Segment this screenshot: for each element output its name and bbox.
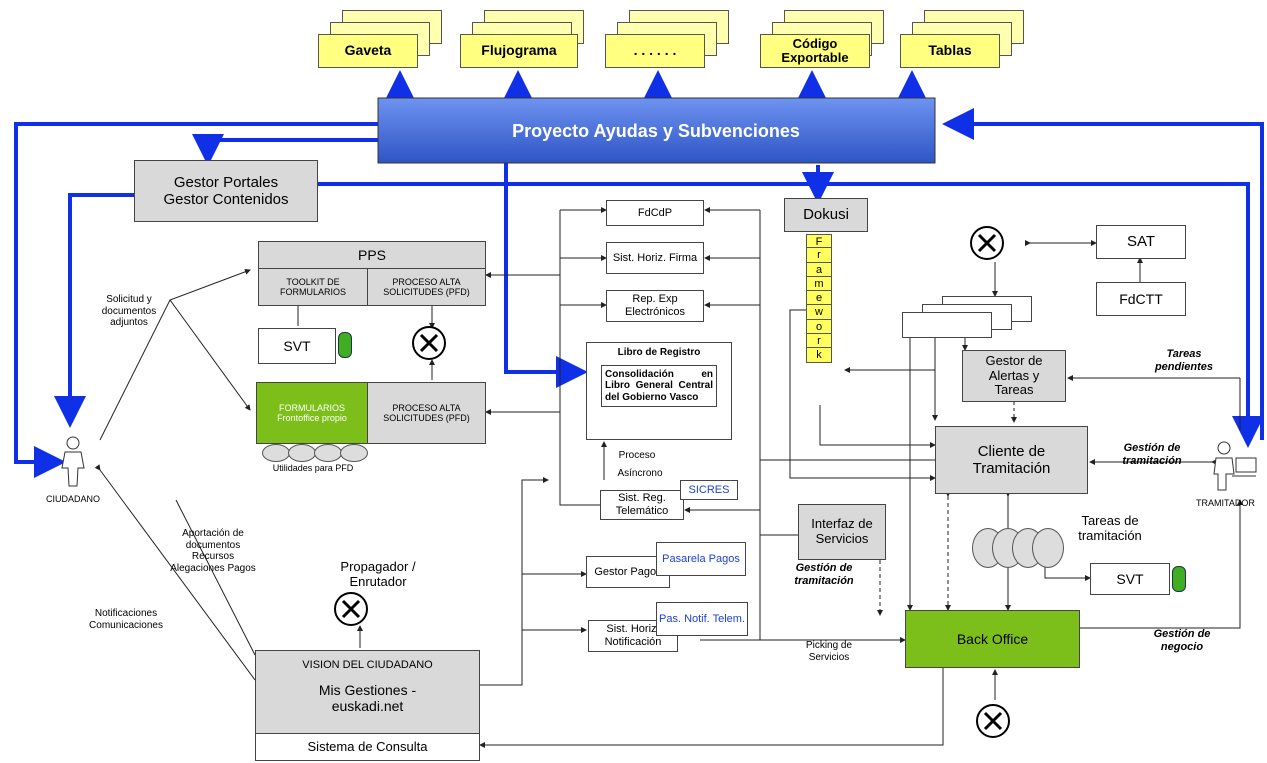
sist-reg-text: Sist. Reg. Telemático [615,492,669,517]
gestion-tramitacion-right: Gestión de tramitación [1122,442,1182,467]
framework-letter: r [806,334,832,349]
proceso-alta-2-text: PROCESO ALTA SOLICITUDES (PFD) [383,402,470,423]
aportacion-label: Aportación de documentos Recursos Alegac… [170,528,256,574]
svt-right-text: SVT [1116,570,1144,587]
sicres-box: SICRES [680,480,738,500]
svt-right-box: SVT [1090,563,1170,595]
ciudadano-icon [61,436,85,487]
tareas-pendientes-label: Tareas pendientes [1154,348,1214,373]
vision-body: Mis Gestiones - euskadi.net [318,681,417,714]
doc-dots-label: . . . . . . [605,34,705,68]
pasarela-text: Pasarela Pagos [662,552,740,565]
pps-title-box: PPS [258,241,486,269]
framework-letter: a [806,262,832,277]
sist-firma-text: Sist. Horiz. Firma [612,251,698,264]
propagador-label: Propagador / Enrutador [340,559,416,589]
svt-right-icon [1172,566,1186,592]
pps-title: PPS [357,246,386,263]
sat-text: SAT [1126,233,1156,251]
hub-icon-backoffice [976,704,1010,738]
pasarela-box: Pasarela Pagos [656,542,746,576]
doc-codigo-label: Código Exportable [760,34,870,68]
fdctt-box: FdCTT [1096,282,1186,316]
vision-box: VISION DEL CIUDADANO Mis Gestiones - eus… [255,650,480,734]
consulta-box: Sistema de Consulta [255,733,480,761]
sist-notif-text: Sist. Horiz. Notificación [604,623,662,648]
proceso-alta-1: PROCESO ALTA SOLICITUDES (PFD) [367,268,486,306]
project-bar [377,97,936,164]
gestion-tramitacion-mid: Gestión de tramitación [794,562,854,587]
utilidades-label: Utilidades para PFD [272,463,354,473]
gestor-alertas-text: Gestor de Alertas y Tareas [985,352,1043,398]
gestion-negocio-label: Gestión de negocio [1153,628,1211,653]
toolkit-box: TOOLKIT DE FORMULARIOS [258,268,368,306]
proceso-alta-2: PROCESO ALTA SOLICITUDES (PFD) [367,382,486,444]
svt-left-text: SVT [283,337,311,354]
sist-notif-box: Sist. Horiz. Notificación [588,620,678,652]
gestor-portales-text: Gestor Portales Gestor Contenidos [163,173,289,208]
picking-label: Picking de Servicios [805,640,853,663]
proceso-label: Proceso [618,450,656,461]
svt-left-icon [338,332,352,358]
libro-registro-box: Libro de Registro Consolidación en Libro… [586,342,732,440]
vision-title: VISION DEL CIUDADANO [302,659,433,671]
tramitador-label: TRAMITADOR [1196,498,1255,508]
gestor-alertas-box: Gestor de Alertas y Tareas [962,350,1066,402]
asincrono-label: Asíncrono [617,468,663,479]
formularios-text: FORMULARIOS Frontoffice propio [277,402,347,423]
ciudadano-label: CIUDADANO [45,494,100,504]
framework-letter: m [806,276,832,292]
doc-tablas-label: Tablas [900,34,1000,68]
fdcdp-box: FdCdP [606,200,704,226]
fdcdp-text: FdCdP [637,206,673,219]
cliente-tramitacion-box: Cliente de Tramitación [935,426,1088,494]
interfaz-text: Interfaz de Servicios [811,516,873,546]
sist-firma-box: Sist. Horiz. Firma [606,242,704,274]
solicitud-label: Solicitud y documentos adjuntos [101,294,157,328]
gestor-pagos-text: Gestor Pagos [594,565,662,578]
consulta-text: Sistema de Consulta [307,738,428,754]
hub-icon-propagador [334,592,368,626]
framework-letter: w [806,305,832,320]
notificaciones-label: Notificaciones Comunicaciones [89,608,163,631]
back-office-text: Back Office [956,630,1029,647]
doc-flujograma-label: Flujograma [460,34,578,68]
framework-letter: k [806,348,832,363]
libro-registro-title: Libro de Registro [617,347,701,358]
back-office-box: Back Office [905,610,1080,668]
doc-gaveta-label: Gaveta [318,34,418,68]
tareas-tramitacion-label: Tareas de tramitación [1078,513,1142,543]
rep-exp-box: Rep. Exp Electrónicos [606,290,704,322]
pas-notif-text: Pas. Notif. Telem. [659,612,745,625]
framework-column: F r a m e w o r k [806,234,832,406]
framework-letter: e [806,291,832,306]
cliente-tramitacion-text: Cliente de Tramitación [972,442,1051,477]
framework-letter: o [806,319,832,335]
tramitador-icon [1213,441,1257,491]
project-bar-text: Proyecto Ayudas y Subvenciones [512,121,800,141]
framework-letter: F [806,234,832,249]
hub-icon-pps [412,326,446,360]
svt-left-box: SVT [258,328,336,364]
framework-letter: r [806,248,832,263]
sicres-text: SICRES [688,483,730,496]
hub-icon-sat [970,226,1004,260]
rep-exp-text: Rep. Exp Electrónicos [625,293,685,318]
toolkit-text: TOOLKIT DE FORMULARIOS [279,276,346,297]
sist-reg-box: Sist. Reg. Telemático [600,490,684,520]
interfaz-box: Interfaz de Servicios [798,504,886,560]
dokusi-box: Dokusi [784,198,868,232]
gestor-portales-box: Gestor Portales Gestor Contenidos [134,160,318,222]
sat-box: SAT [1096,225,1186,259]
libro-registro-body: Consolidación en Libro General Central d… [601,364,717,407]
proceso-alta-1-text: PROCESO ALTA SOLICITUDES (PFD) [383,276,470,297]
pas-notif-box: Pas. Notif. Telem. [656,602,748,636]
dokusi-text: Dokusi [803,206,849,224]
fdctt-text: FdCTT [1119,290,1163,307]
formularios-box: FORMULARIOS Frontoffice propio [256,382,368,444]
